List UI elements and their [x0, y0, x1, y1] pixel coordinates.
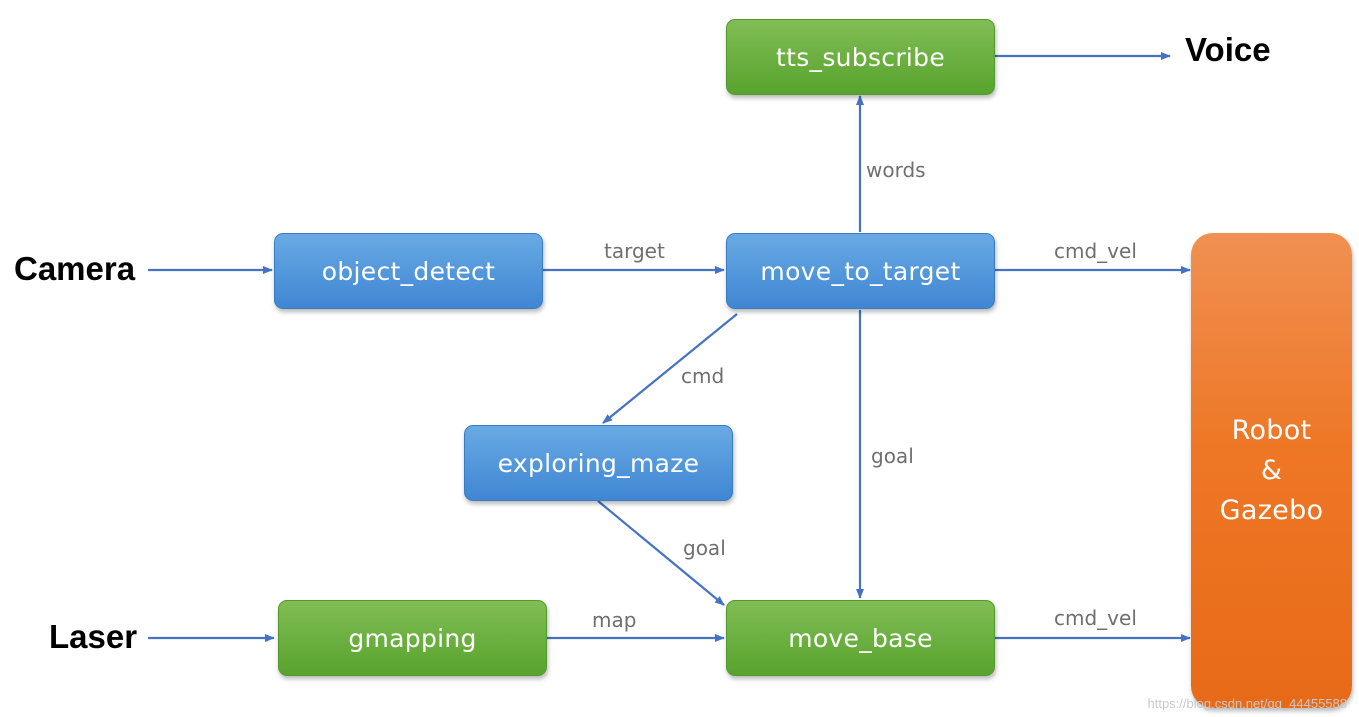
edge-label-words: words — [866, 158, 926, 182]
arrow-exploring-maze-to-move-base — [597, 500, 725, 606]
camera-label: Camera — [14, 250, 136, 287]
watermark: https://blog.csdn.net/qq_44455588 — [1147, 696, 1348, 711]
laser-label: Laser — [49, 618, 138, 655]
robot-line-3: Gazebo — [1219, 494, 1324, 526]
voice-label: Voice — [1185, 31, 1271, 68]
edge-label-cmd-vel-top: cmd_vel — [1054, 239, 1137, 263]
edge-label-map: map — [592, 608, 637, 632]
node-move-base: move_base — [726, 600, 995, 676]
edge-label-cmd: cmd — [681, 364, 725, 388]
node-exploring-maze: exploring_maze — [464, 425, 733, 501]
node-object-detect: object_detect — [274, 233, 543, 309]
node-gmapping: gmapping — [278, 600, 547, 676]
edge-label-cmd-vel-bottom: cmd_vel — [1054, 606, 1137, 630]
robot-line-1: Robot — [1231, 414, 1312, 446]
edge-label-goal-left: goal — [683, 536, 726, 560]
node-move-to-target: move_to_target — [726, 233, 995, 309]
node-robot-gazebo: Robot & Gazebo — [1191, 233, 1352, 708]
robot-line-2: & — [1260, 454, 1283, 486]
arrow-move-to-target-to-exploring-maze — [602, 313, 738, 424]
node-tts-subscribe: tts_subscribe — [726, 19, 995, 95]
edge-label-target: target — [604, 239, 665, 263]
edge-label-goal-right: goal — [871, 444, 914, 468]
